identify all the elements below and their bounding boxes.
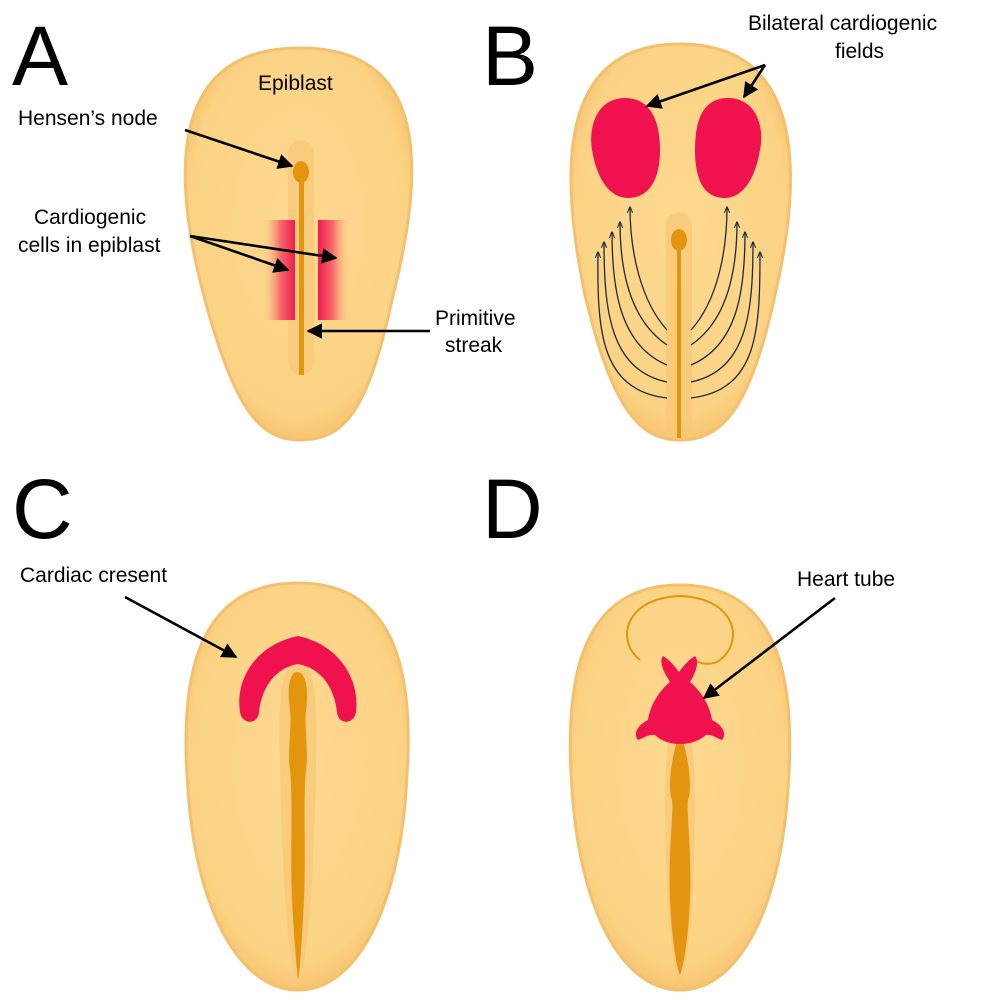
panel-letter-b: B — [482, 9, 538, 103]
label-epiblast: Epiblast — [258, 72, 333, 95]
label-cardiac-crescent: Cardiac cresent — [20, 564, 167, 587]
panel-letter-c: C — [12, 462, 73, 556]
primitive-streak-a — [299, 175, 304, 375]
primitive-streak-b — [677, 240, 681, 438]
label-cardiogenic-line1: Cardiogenic — [34, 206, 146, 229]
label-hensens-node: Hensen’s node — [18, 107, 158, 130]
panel-b: B Bilateral cardiogenic fields — [482, 9, 937, 440]
panel-letter-a: A — [12, 9, 68, 103]
panel-letter-d: D — [482, 462, 543, 556]
panel-d: D Heart tube — [482, 462, 895, 990]
hensens-node-b — [671, 229, 687, 251]
label-heart-tube: Heart tube — [797, 568, 895, 591]
label-bilateral-line1: Bilateral cardiogenic — [748, 12, 937, 35]
label-primitive-line1: Primitive — [435, 307, 516, 330]
label-cardiogenic-line2: cells in epiblast — [18, 234, 161, 257]
panel-c: C Cardiac cresent — [12, 462, 408, 990]
label-primitive-line2: streak — [445, 334, 503, 357]
hensens-node-a — [293, 161, 309, 183]
cardiogenic-cells-right — [318, 220, 351, 320]
panel-a: A Epiblast Hensen’s node Cardiogenic cel… — [12, 9, 516, 440]
cardiogenic-cells-left — [262, 220, 295, 320]
label-bilateral-line2: fields — [835, 40, 884, 63]
